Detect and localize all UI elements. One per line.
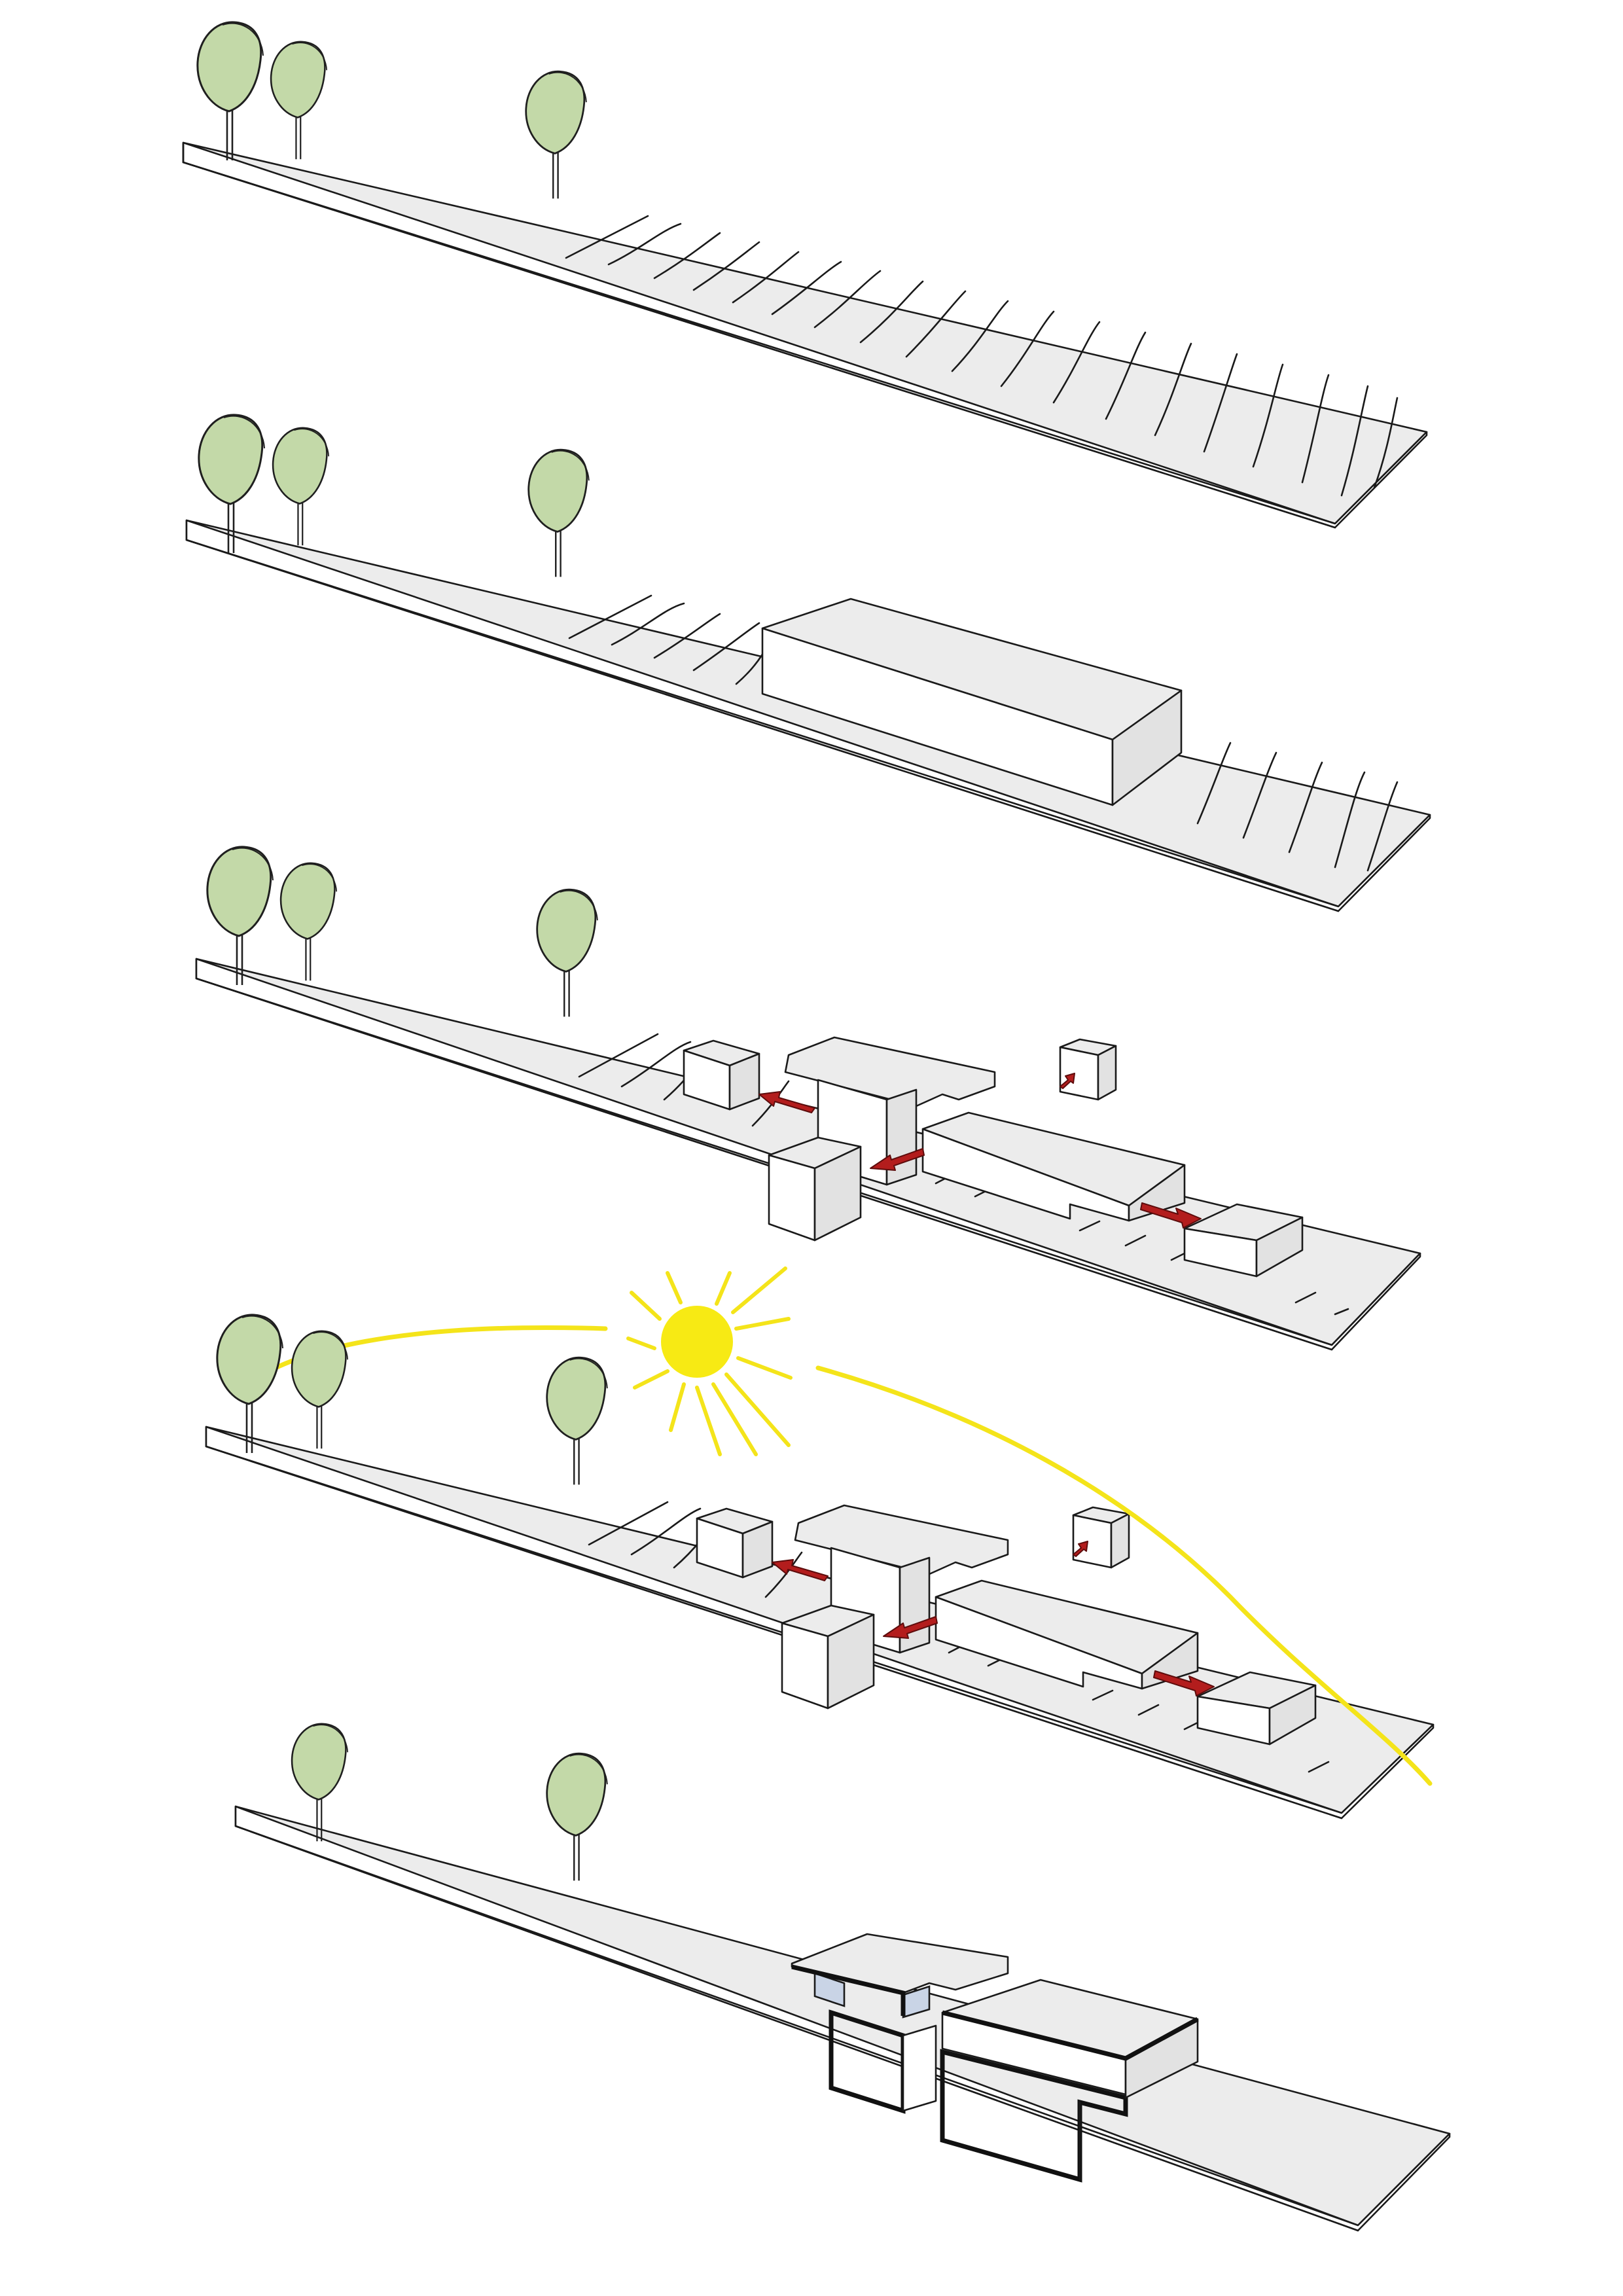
- panel-2: [185, 414, 1431, 912]
- volume-small-left: [683, 1039, 760, 1111]
- tree-3: [527, 448, 590, 578]
- arrow-southwest: [883, 1616, 938, 1639]
- arrow-north: [1060, 1073, 1075, 1089]
- tree-3: [536, 888, 599, 1018]
- tree-1: [196, 21, 264, 162]
- tree-3: [525, 70, 588, 200]
- sun: [626, 1266, 793, 1456]
- arrow-east: [1153, 1670, 1215, 1696]
- tree-3: [546, 1356, 609, 1486]
- sloped-ground: [565, 215, 1399, 497]
- volume-low-right: [1183, 1203, 1304, 1278]
- building-section: [791, 1933, 1199, 2183]
- panel-3: [195, 846, 1421, 1351]
- volume-tall-back: [1072, 1506, 1130, 1569]
- site-slab: [182, 141, 1428, 529]
- red-arrows: [772, 1541, 1215, 1696]
- red-arrows: [758, 1073, 1202, 1229]
- volume-small-left: [696, 1507, 774, 1579]
- volume-small-front: [781, 1604, 875, 1710]
- tree-2: [291, 1330, 349, 1450]
- arrow-west: [772, 1559, 829, 1581]
- volume-small-front: [768, 1136, 862, 1242]
- arrow-north: [1073, 1541, 1088, 1557]
- volume-low-right: [1196, 1671, 1317, 1746]
- tree-2: [272, 427, 330, 547]
- volume-tall-back: [1059, 1038, 1117, 1101]
- arrow-west: [758, 1091, 815, 1113]
- arrow-east: [1140, 1202, 1202, 1229]
- panel-5: [234, 1723, 1451, 2232]
- tree-2: [546, 1752, 609, 1882]
- single-volume: [761, 598, 1183, 806]
- tree-2: [279, 862, 338, 982]
- panel-1: [182, 21, 1428, 529]
- site-slab: [185, 519, 1431, 912]
- arrow-southwest: [870, 1148, 925, 1171]
- panel-4: [205, 1266, 1435, 1820]
- tree-2: [270, 41, 328, 160]
